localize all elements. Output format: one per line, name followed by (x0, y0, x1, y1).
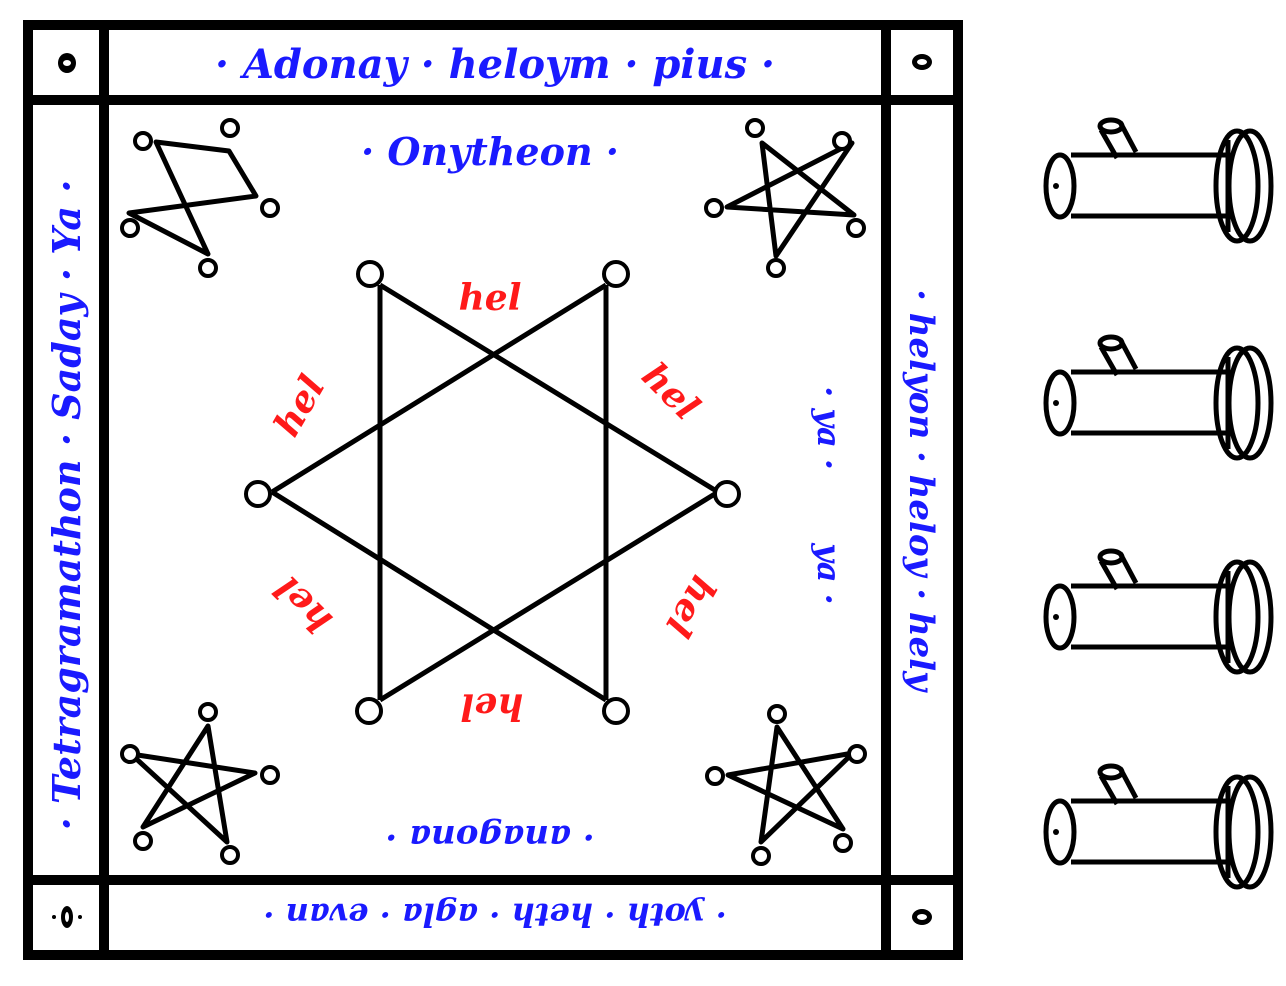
hexagram (244, 260, 741, 725)
pentagram-lines (724, 140, 857, 259)
border-text-right: · helyon · heloy · hely (901, 289, 941, 693)
pentagram-node (120, 218, 140, 238)
pentagram-node (260, 198, 280, 218)
pentagram-node (704, 198, 724, 218)
hexagram-edge (378, 282, 720, 495)
corner-mark-bottom-right (912, 909, 932, 925)
pentagram-node (133, 131, 153, 151)
hexagram-node-right (713, 480, 741, 508)
pentagram-bottom-left (120, 702, 280, 865)
inner-text-right-upper: · ya · (810, 386, 848, 470)
seal-frame (23, 20, 963, 960)
pentagram-bottom-right (705, 704, 867, 866)
pentagram-node (847, 744, 867, 764)
border-text-bottom: · yoth · heth · agla · evan · (263, 896, 726, 934)
pentagram-node (198, 258, 218, 278)
pentagram-node (220, 845, 240, 865)
hexagram-words: hel hel hel hel hel hel (266, 277, 725, 727)
inner-text-bottom: · anagona · (385, 817, 594, 857)
corner-mark-top-left (58, 53, 76, 73)
pentagram-node (198, 702, 218, 722)
peg-icon (1043, 763, 1274, 890)
peg-icon (1043, 548, 1274, 675)
pentagram-node (745, 118, 765, 138)
corner-mark-top-right (912, 54, 932, 70)
pentagram-node (833, 833, 853, 853)
hexagram-word-upper-right: hel (633, 354, 707, 428)
pentagram-lines (128, 723, 258, 845)
pentagram-node (751, 846, 771, 866)
inner-text-top: · Onytheon · (361, 129, 619, 174)
pentagram-node (705, 766, 725, 786)
pentagram-node (832, 131, 852, 151)
pentagram-node (766, 258, 786, 278)
peg-icon (1043, 334, 1274, 461)
pentagram-top-right (704, 118, 866, 278)
pentagram-node (260, 765, 280, 785)
pentagram-node (220, 118, 240, 138)
hexagram-edge (378, 489, 720, 703)
pentagram-lines (725, 724, 856, 845)
side-pegs (1043, 117, 1274, 890)
border-text-top: · Adonay · heloym · pius · (215, 41, 775, 88)
outer-border (23, 20, 963, 960)
hexagram-word-upper-left: hel (266, 368, 334, 443)
hexagram-word-bottom: hel (461, 685, 524, 727)
hexagram-edge (270, 489, 608, 703)
border-text-left: · Tetragramathon · Saday · Ya · (44, 180, 89, 831)
hexagram-node-top-right (602, 260, 630, 288)
hexagram-node-bottom-left (355, 697, 383, 725)
corner-ornaments (52, 53, 932, 928)
hexagram-word-lower-left: hel (266, 567, 340, 641)
pentagram-node (846, 218, 866, 238)
pentagram-node (767, 704, 787, 724)
peg-icon (1043, 117, 1274, 244)
pentagram-node (120, 744, 140, 764)
hexagram-node-left (244, 480, 272, 508)
pentagram-node (133, 831, 153, 851)
inner-text-right-lower: ya · (810, 542, 848, 605)
pentagram-lines (126, 139, 259, 257)
hexagram-word-top: hel (459, 277, 522, 319)
hexagram-word-lower-right: hel (657, 568, 725, 643)
hexagram-node-bottom-right (602, 697, 630, 725)
corner-mark-bottom-left (52, 906, 82, 928)
pentagram-top-left (120, 118, 280, 278)
hexagram-node-top-left (356, 260, 384, 288)
hexagram-edge (270, 282, 608, 495)
